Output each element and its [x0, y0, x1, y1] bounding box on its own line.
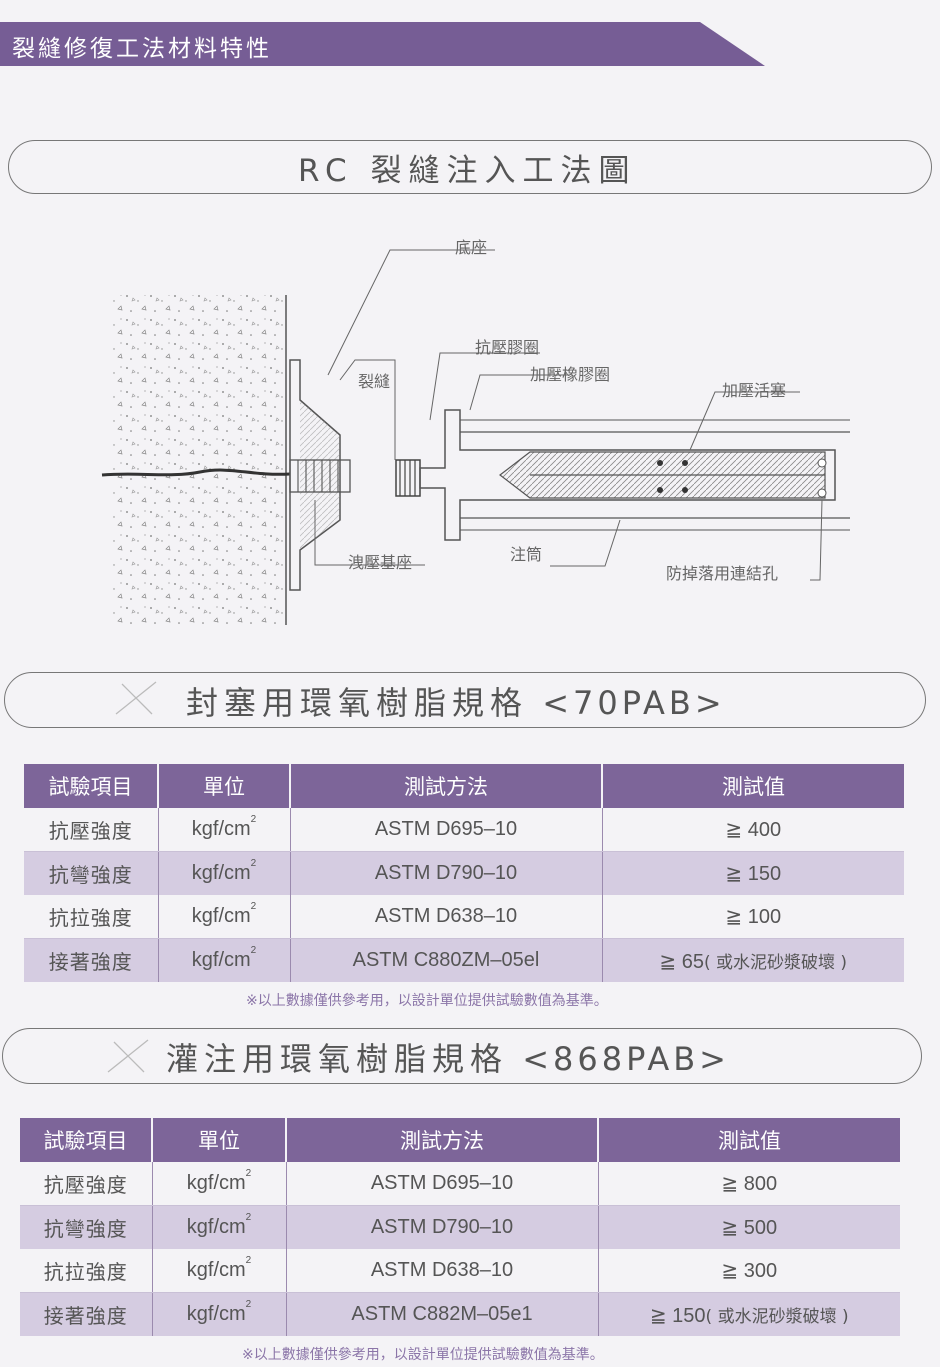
label-relief-base: 洩壓基座 [348, 553, 413, 572]
diagram-title: RC 裂縫注入工法圖 [298, 145, 637, 190]
header-ribbon: 裂縫修復工法材料特性 [0, 22, 765, 66]
row-method: ASTM D695–10 [286, 1162, 599, 1206]
row-item: 抗彎強度 [24, 851, 159, 895]
row-item: 接著強度 [24, 938, 159, 982]
table-row: 抗彎強度 kgf/cm2 ASTM D790–10 ≧ 150 [24, 851, 904, 895]
row-method: ASTM D695–10 [290, 808, 603, 852]
table-header-row: 試驗項目 單位 測試方法 測試值 [20, 1118, 900, 1162]
injection-drawing [101, 249, 850, 625]
row-value: ≧ 65( 或水泥砂漿破壞 ) [602, 938, 904, 982]
row-method: ASTM D638–10 [286, 1249, 599, 1293]
row-unit: kgf/cm2 [152, 1249, 287, 1293]
row-item: 抗壓強度 [24, 808, 159, 852]
x-mark-icon [115, 681, 157, 715]
row-value: ≧ 400 [602, 808, 904, 852]
table-row: 抗拉強度 kgf/cm2 ASTM D638–10 ≧ 100 [24, 895, 904, 939]
table-row: 抗拉強度 kgf/cm2 ASTM D638–10 ≧ 300 [20, 1249, 900, 1293]
table1-title-bar [4, 672, 926, 728]
table-row: 抗壓強度 kgf/cm2 ASTM D695–10 ≧ 400 [24, 808, 904, 852]
table1-footnote: ※以上數據僅供參考用，以設計單位提供試驗數值為基準。 [246, 993, 608, 1009]
row-item: 抗彎強度 [20, 1205, 153, 1249]
row-item: 抗壓強度 [20, 1162, 153, 1206]
row-value: ≧ 300 [598, 1249, 900, 1293]
header-test-item: 試驗項目 [20, 1118, 153, 1162]
header-value: 測試值 [602, 764, 904, 808]
label-pressure-rubber-ring: 加壓橡膠圈 [530, 365, 611, 384]
injection-diagram: 底座 裂縫 抗壓膠圈 加壓橡膠圈 加壓活塞 洩壓基座 注筒 防掉落用連結孔 [100, 220, 860, 630]
table-row: 接著強度 kgf/cm2 ASTM C880ZM–05el ≧ 65( 或水泥砂… [24, 938, 904, 982]
row-unit: kgf/cm2 [152, 1162, 287, 1206]
row-value: ≧ 150 [602, 851, 904, 895]
table2-title-code: <868PAB> [508, 1040, 730, 1078]
header-method: 測試方法 [286, 1118, 599, 1162]
row-value: ≧ 500 [598, 1205, 900, 1249]
row-value: ≧ 800 [598, 1162, 900, 1206]
row-value: ≧ 100 [602, 895, 904, 939]
table2-title-bar [2, 1028, 922, 1084]
header-unit: 單位 [158, 764, 291, 808]
label-base: 底座 [455, 238, 488, 257]
spec-table-70pab: 試驗項目 單位 測試方法 測試值 抗壓強度 kgf/cm2 ASTM D695–… [24, 764, 904, 982]
row-unit: kgf/cm2 [152, 1292, 287, 1336]
spec-table-868pab: 試驗項目 單位 測試方法 測試值 抗壓強度 kgf/cm2 ASTM D695–… [20, 1118, 900, 1336]
label-crack: 裂縫 [358, 372, 391, 391]
x-mark-icon [107, 1039, 149, 1073]
row-unit: kgf/cm2 [158, 895, 291, 939]
row-item: 抗拉強度 [24, 895, 159, 939]
header-method: 測試方法 [290, 764, 603, 808]
header-unit: 單位 [152, 1118, 287, 1162]
diagram-title-text: 裂縫注入工法圖 [353, 153, 637, 189]
header-test-item: 試驗項目 [24, 764, 159, 808]
row-unit: kgf/cm2 [158, 808, 291, 852]
row-unit: kgf/cm2 [158, 851, 291, 895]
row-method: ASTM C880ZM–05el [290, 938, 603, 982]
diagram-title-latin: RC [298, 153, 354, 189]
row-unit: kgf/cm2 [152, 1205, 287, 1249]
row-method: ASTM D790–10 [290, 851, 603, 895]
header-value: 測試值 [598, 1118, 900, 1162]
row-method: ASTM C882M–05e1 [286, 1292, 599, 1336]
row-method: ASTM D790–10 [286, 1205, 599, 1249]
table1-title: 封塞用環氧樹脂規格 <70PAB> [186, 678, 726, 724]
row-value: ≧ 150( 或水泥砂漿破壞 ) [598, 1292, 900, 1336]
table-row: 接著強度 kgf/cm2 ASTM C882M–05e1 ≧ 150( 或水泥砂… [20, 1292, 900, 1336]
row-unit: kgf/cm2 [158, 938, 291, 982]
table2-footnote: ※以上數據僅供參考用，以設計單位提供試驗數值為基準。 [242, 1347, 604, 1363]
row-method: ASTM D638–10 [290, 895, 603, 939]
table-row: 抗壓強度 kgf/cm2 ASTM D695–10 ≧ 800 [20, 1162, 900, 1206]
table-header-row: 試驗項目 單位 測試方法 測試值 [24, 764, 904, 808]
table2-title-text: 灌注用環氧樹脂規格 [166, 1040, 509, 1078]
table-row: 抗彎強度 kgf/cm2 ASTM D790–10 ≧ 500 [20, 1205, 900, 1249]
label-pressure-piston: 加壓活塞 [722, 381, 787, 400]
table1-title-text: 封塞用環氧樹脂規格 [186, 684, 529, 722]
page-title: 裂縫修復工法材料特性 [12, 36, 272, 62]
diagram-title-bar [8, 140, 932, 194]
label-syringe: 注筒 [510, 545, 543, 564]
row-item: 抗拉強度 [20, 1249, 153, 1293]
label-anti-pressure-ring: 抗壓膠圈 [475, 338, 540, 357]
table1-title-code: <70PAB> [528, 684, 726, 722]
table2-title: 灌注用環氧樹脂規格 <868PAB> [166, 1034, 730, 1080]
row-item: 接著強度 [20, 1292, 153, 1336]
label-anti-drop-hole: 防掉落用連結孔 [666, 564, 779, 583]
